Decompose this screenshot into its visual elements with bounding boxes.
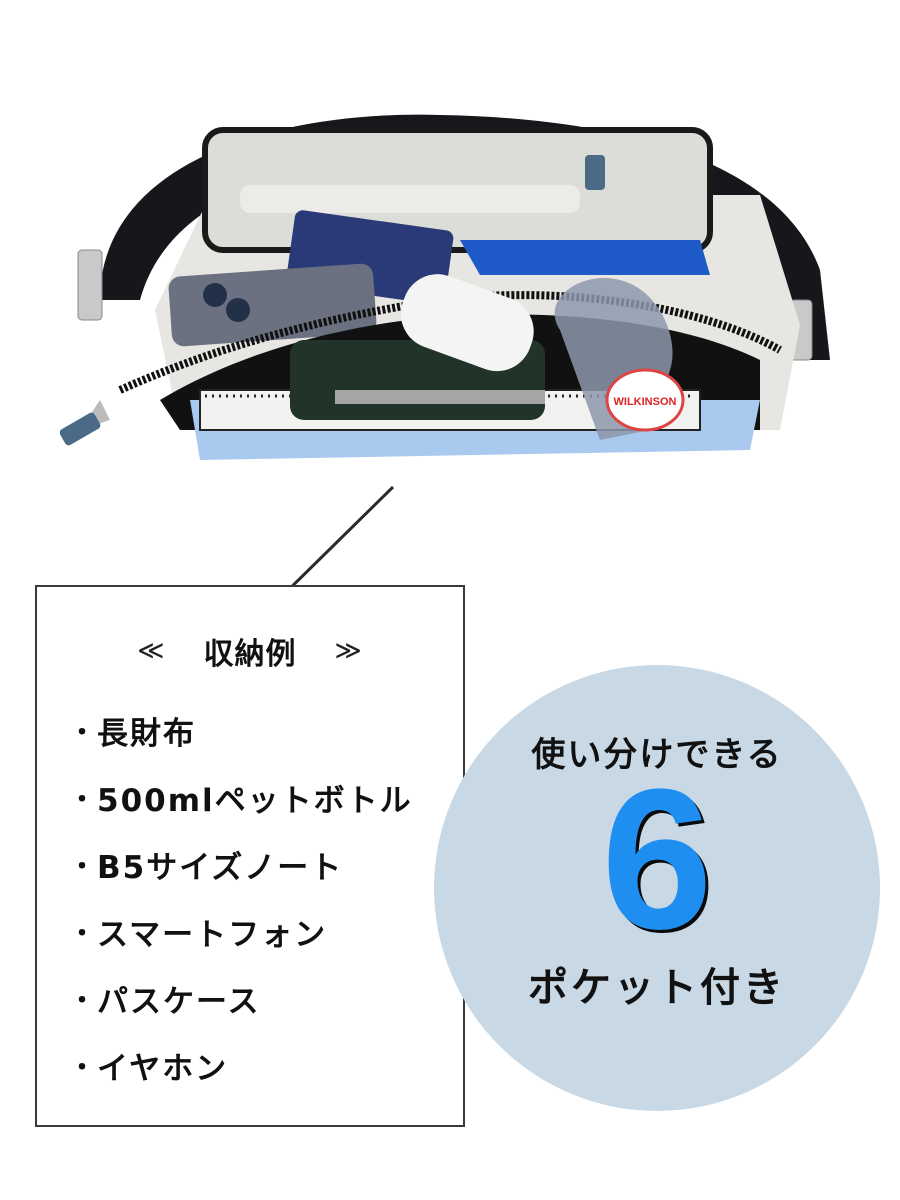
list-item: ・イヤホン <box>69 1032 413 1099</box>
box-title: ≪ 収納例 ≫ <box>37 629 463 673</box>
box-title-text: 収納例 <box>203 637 297 672</box>
item-label: B5サイズノート <box>97 850 344 886</box>
item-label: スマートフォン <box>97 917 328 953</box>
storage-example-box: ≪ 収納例 ≫ ・長財布 ・500mlペットボトル ・B5サイズノート ・スマー… <box>35 585 465 1127</box>
list-item: ・スマートフォン <box>69 898 413 965</box>
badge-line3: ポケット付き <box>528 965 786 1011</box>
item-label: パスケース <box>97 984 261 1020</box>
pocket-count-badge: 使い分けできる 6 ポケット付き <box>434 665 880 1111</box>
item-label: 長財布 <box>97 716 196 752</box>
bullet: ・ <box>69 986 98 1016</box>
bullet: ・ <box>69 785 98 815</box>
list-item: ・パスケース <box>69 965 413 1032</box>
badge-line1: 使い分けできる <box>531 735 783 775</box>
bullet: ・ <box>69 852 98 882</box>
list-item: ・長財布 <box>69 697 413 764</box>
bullet: ・ <box>69 919 98 949</box>
storage-items-list: ・長財布 ・500mlペットボトル ・B5サイズノート ・スマートフォン ・パス… <box>69 697 413 1099</box>
bullet: ・ <box>69 1053 98 1083</box>
list-item: ・500mlペットボトル <box>69 764 413 831</box>
left-bracket: ≪ <box>137 636 166 666</box>
list-item: ・B5サイズノート <box>69 831 413 898</box>
product-photo: WILKINSON <box>60 100 840 480</box>
item-label: 500mlペットボトル <box>97 783 413 819</box>
right-bracket: ≫ <box>334 636 363 666</box>
bottle-label: WILKINSON <box>614 396 677 408</box>
pocket-count-number: 6 <box>601 748 713 971</box>
item-label: イヤホン <box>97 1051 229 1087</box>
bullet: ・ <box>69 718 98 748</box>
